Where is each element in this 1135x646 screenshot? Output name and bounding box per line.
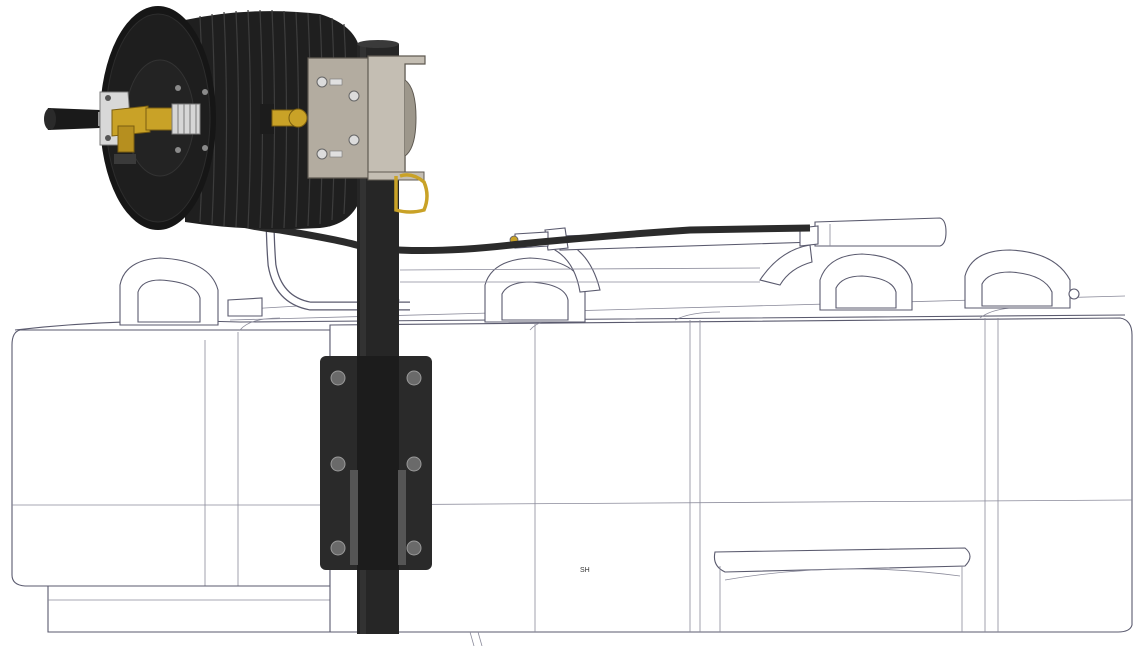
base-mounting-plate	[320, 356, 432, 570]
swivel-inlet-fitting	[111, 103, 201, 164]
u-bolt	[394, 173, 429, 214]
reel-outlet-fitting	[260, 104, 308, 134]
reel-mounting-bracket	[307, 55, 426, 181]
tank	[11, 239, 1133, 646]
tank-marking: SH	[580, 567, 590, 574]
spray-gun-wand	[509, 217, 947, 251]
